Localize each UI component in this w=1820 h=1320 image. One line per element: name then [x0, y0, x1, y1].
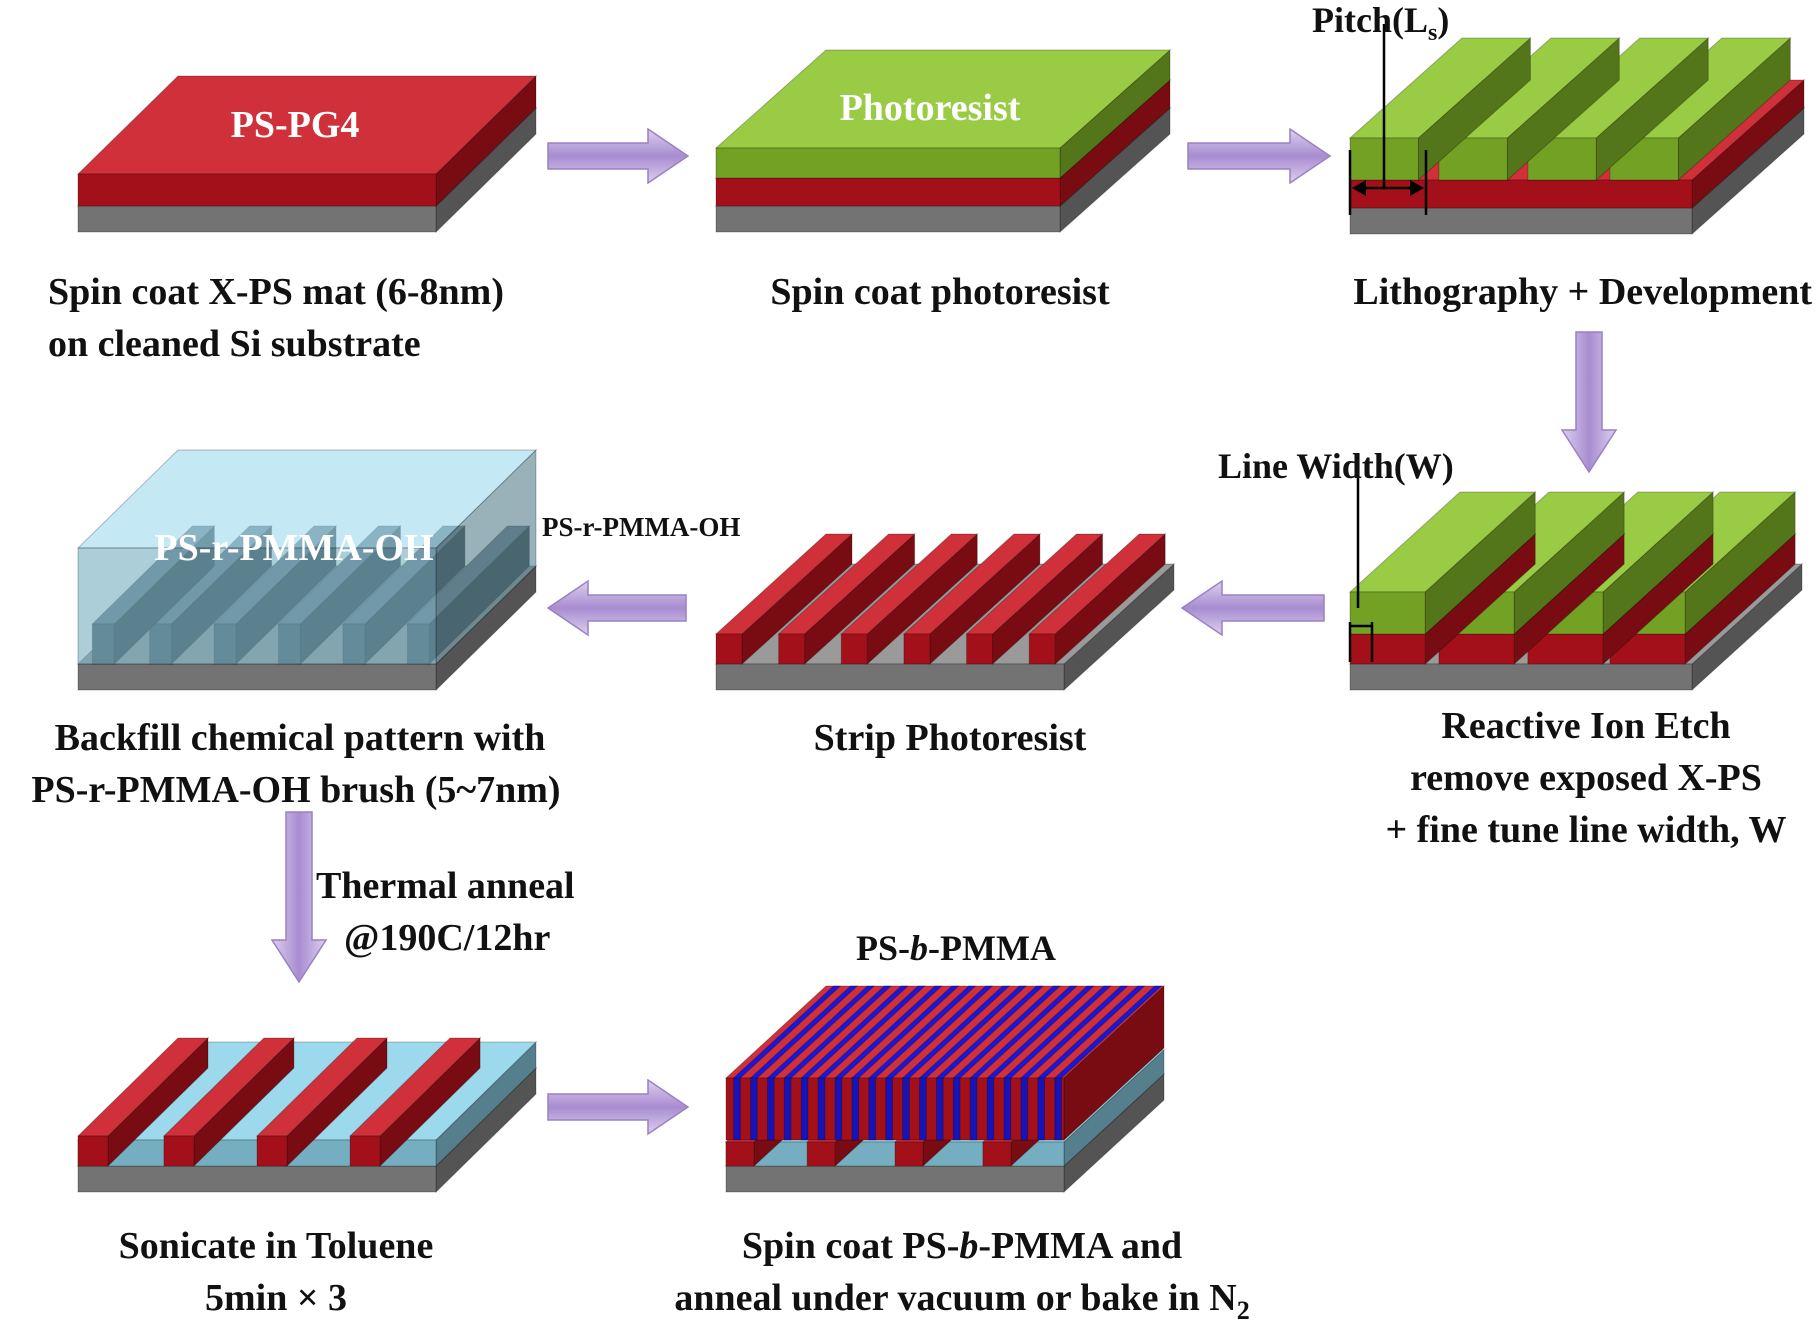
line-width-label: Line Width(W) [1218, 446, 1454, 486]
xps-guide-line-front [715, 633, 743, 665]
xps-guide-line-front [1028, 633, 1056, 665]
si-substrate-front [725, 1165, 1065, 1193]
step4-reactive-ion-etch [1348, 490, 1804, 692]
pmma-lamella-front [800, 1077, 809, 1141]
step7-caption-line1: Sonicate in Toluene [119, 1225, 434, 1267]
etched-xps-line-front [1349, 633, 1426, 665]
arrow-step4-to-step5 [1180, 579, 1325, 637]
arrow-step3-to-step4 [1560, 331, 1618, 474]
photoresist-line-front [1349, 591, 1426, 635]
pmma-lamella-front [868, 1077, 877, 1141]
photoresist-line-front [1438, 137, 1508, 181]
xps-guide-line-front [903, 633, 931, 665]
pmma-lamella-front [935, 1077, 944, 1141]
bcp-film-front [725, 1077, 1065, 1141]
step5-caption: Strip Photoresist [814, 717, 1087, 759]
pmma-lamella-front [750, 1077, 758, 1141]
pmma-lamella-front [1054, 1077, 1062, 1141]
step3-patterned-photoresist [1348, 36, 1806, 236]
pmma-lamella-front [885, 1077, 893, 1141]
xps-guide-line-front [349, 1135, 381, 1167]
anneal-label-line1: Thermal anneal [316, 865, 575, 907]
si-substrate-front [77, 205, 437, 233]
si-substrate-front [1349, 207, 1693, 235]
xps-mat-layer-front [77, 173, 437, 207]
arrow-step5-to-step6 [546, 579, 687, 637]
arrow-step1-to-step2 [547, 127, 690, 185]
step1-layer-label: PS-PG4 [231, 104, 360, 146]
step2-photoresist-stack [714, 48, 1172, 234]
pmma-lamella-front [766, 1077, 775, 1141]
pmma-lamella-front [783, 1077, 792, 1141]
xps-guide-line-front [778, 633, 806, 665]
pmma-lamella-front [834, 1077, 843, 1141]
step6-layer-label: PS-r-PMMA-OH [154, 527, 433, 569]
xps-mat-layer-front [1349, 179, 1693, 209]
pitch-label: Pitch(Ls) [1312, 0, 1449, 46]
xps-guide-line-front [966, 633, 994, 665]
xps-guide-line-front [840, 633, 868, 665]
si-substrate-front [77, 663, 437, 691]
line-width-dimension-marker [1348, 468, 1374, 662]
xps-guide-line-front [894, 1141, 924, 1167]
xps-guide-line-front [256, 1135, 288, 1167]
xps-guide-line-front [725, 1141, 755, 1167]
step4-caption-line3: + fine tune line width, W [1385, 809, 1786, 851]
step8-caption-line2: anneal under vacuum or bake in N2 [674, 1277, 1249, 1320]
arrow-step2-to-step3 [1187, 127, 1332, 185]
si-substrate-front [77, 1165, 437, 1193]
pmma-lamella-front [733, 1077, 741, 1141]
step2-layer-label: Photoresist [840, 87, 1021, 129]
pmma-lamella-front [1003, 1077, 1012, 1141]
xps-guide-line-front [982, 1141, 1012, 1167]
step5-strip-photoresist [714, 532, 1176, 692]
xps-guide-line-front [77, 1135, 109, 1167]
step4-caption-line1: Reactive Ion Etch [1441, 705, 1730, 747]
pitch-dimension-marker [1348, 24, 1428, 215]
si-substrate-front [715, 205, 1061, 233]
anneal-label-line2: @190C/12hr [344, 917, 550, 959]
si-substrate-front [1349, 663, 1693, 691]
xps-mat-layer-front [715, 177, 1061, 207]
arrow-step6-to-step7 [270, 811, 328, 984]
xps-guide-line-front [806, 1141, 836, 1167]
step2-caption: Spin coat photoresist [770, 271, 1110, 313]
photoresist-line-front [1527, 137, 1597, 181]
step4-caption-line2: remove exposed X-PS [1410, 757, 1762, 799]
pmma-lamella-front [986, 1077, 995, 1141]
step6-backfill-brush [76, 448, 538, 692]
step8-title: PS-b-PMMA [856, 928, 1056, 968]
step6-caption-line2: PS-r-PMMA-OH brush (5~7nm) [31, 769, 560, 811]
pmma-lamella-front [952, 1077, 961, 1141]
step8-block-copolymer [724, 984, 1166, 1194]
step1-caption-line1: Spin coat X-PS mat (6-8nm) [48, 271, 504, 313]
step1-spin-coat-mat [76, 74, 538, 234]
step7-sonicated-pattern [76, 1036, 538, 1194]
pmma-lamella-front [969, 1077, 978, 1141]
photoresist-layer-front [715, 147, 1061, 179]
step8-caption-line1: Spin coat PS-b-PMMA and [742, 1225, 1182, 1267]
pmma-lamella-front [902, 1077, 910, 1141]
step1-caption-line2: on cleaned Si substrate [48, 323, 421, 365]
xps-guide-line-front [163, 1135, 195, 1167]
arrow-step7-to-step8 [547, 1078, 690, 1136]
step6-side-label: PS-r-PMMA-OH [542, 512, 740, 542]
pmma-lamella-front [1020, 1077, 1029, 1141]
pmma-lamella-front [851, 1077, 860, 1141]
step3-caption: Lithography + Development [1353, 271, 1812, 313]
step7-caption-line2: 5min × 3 [205, 1277, 347, 1319]
pmma-lamella-front [919, 1077, 927, 1141]
pmma-lamella-front [1037, 1077, 1046, 1141]
brush-backfill-layer-front [77, 547, 437, 665]
step6-caption-line1: Backfill chemical pattern with [55, 717, 546, 759]
si-substrate-front [715, 663, 1065, 691]
pmma-lamella-front [817, 1077, 826, 1141]
